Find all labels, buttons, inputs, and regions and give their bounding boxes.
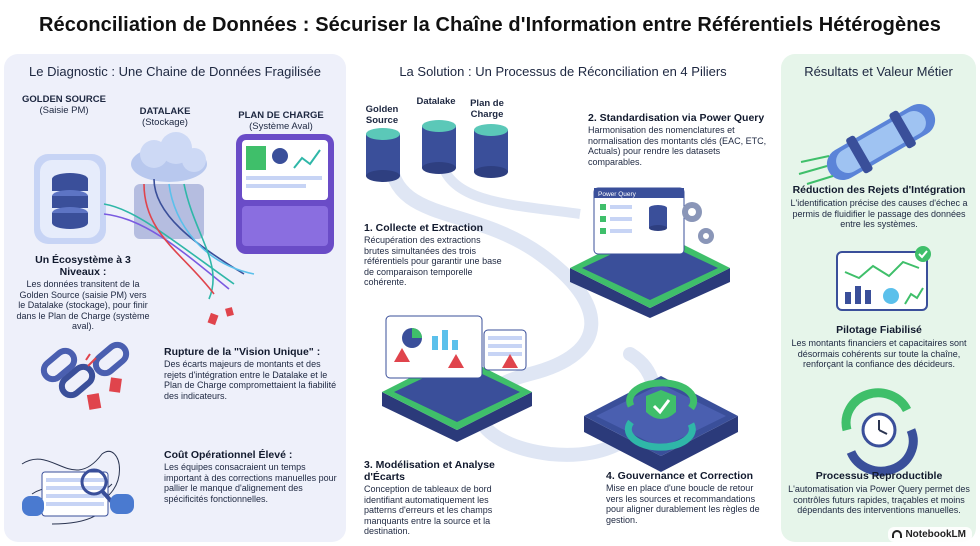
database-icon [422, 120, 456, 174]
database-icon [366, 128, 400, 182]
check-icon [915, 246, 931, 262]
alert-icon [448, 354, 464, 368]
broken-chain-icon [40, 341, 130, 410]
notebooklm-logo-icon [892, 530, 903, 538]
shield-icon [646, 390, 676, 419]
step-collecte: 1. Collecte et Extraction Récupération d… [364, 222, 502, 287]
database-icon [474, 124, 508, 178]
results-panel: Résultats et Valeur Métier Réduction des… [781, 54, 976, 542]
cost-block: Coût Opérationnel Élevé : Les équipes co… [164, 449, 337, 504]
analysis-platform [382, 315, 532, 442]
source-cylinders [366, 120, 508, 182]
solution-panel: La Solution : Un Processus de Réconcilia… [350, 54, 776, 542]
datalake-cylinder-label: Datalake [416, 96, 456, 107]
step-gouvernance: 4. Gouvernance et Correction Mise en pla… [606, 470, 760, 525]
alert-icon [502, 354, 518, 368]
page-title: Réconciliation de Données : Sécuriser la… [39, 14, 941, 36]
datalake-label: DATALAKE(Stockage) [139, 106, 191, 128]
golden-source-cylinder-label: Golden Source [365, 104, 399, 126]
governance-platform [584, 376, 738, 472]
diagnostic-panel: Le Diagnostic : Une Chaine de Données Fr… [4, 54, 346, 542]
cloud-icon [131, 132, 207, 239]
cycle-clock-icon [841, 388, 918, 476]
result-processus: Processus Reproductible L'automatisation… [788, 470, 970, 515]
solution-title: La Solution : Un Processus de Réconcilia… [399, 64, 727, 79]
golden-source-label: GOLDEN SOURCE(Saisie PM) [22, 94, 106, 116]
power-query-platform: Power Query [570, 187, 730, 318]
data-streams [103, 178, 255, 300]
server-icon [34, 154, 106, 244]
step-modelisation: 3. Modélisation et Analyse d'Écarts Conc… [364, 459, 495, 536]
pipe-flow-icon [798, 104, 936, 185]
plan-de-charge-label: PLAN DE CHARGE(Système Aval) [238, 110, 324, 132]
rupture-block: Rupture de la "Vision Unique" : Des écar… [164, 346, 337, 401]
dashboard-icon [836, 246, 931, 311]
result-pilotage: Pilotage Fiabilisé Les montants financie… [791, 324, 967, 369]
manual-corrections-icon [21, 451, 134, 525]
ecosystem-block: Un Écosystème à 3 Niveaux : Les données … [16, 254, 150, 331]
step-standardisation: 2. Standardisation via Power Query Harmo… [588, 112, 767, 167]
data-chain-illustration [34, 132, 334, 326]
diagnostic-title: Le Diagnostic : Une Chaine de Données Fr… [29, 64, 321, 79]
broken-fragments [207, 307, 234, 326]
results-title: Résultats et Valeur Métier [804, 64, 953, 79]
result-rejets: Réduction des Rejets d'Intégration L'ide… [790, 184, 968, 229]
dashboard-screen-icon [236, 134, 334, 254]
power-query-label: Power Query [598, 191, 637, 198]
alert-icon [394, 348, 410, 362]
brand-badge: NotebookLM [888, 527, 972, 542]
plan-de-charge-cylinder-label: Plan de Charge [470, 98, 504, 120]
